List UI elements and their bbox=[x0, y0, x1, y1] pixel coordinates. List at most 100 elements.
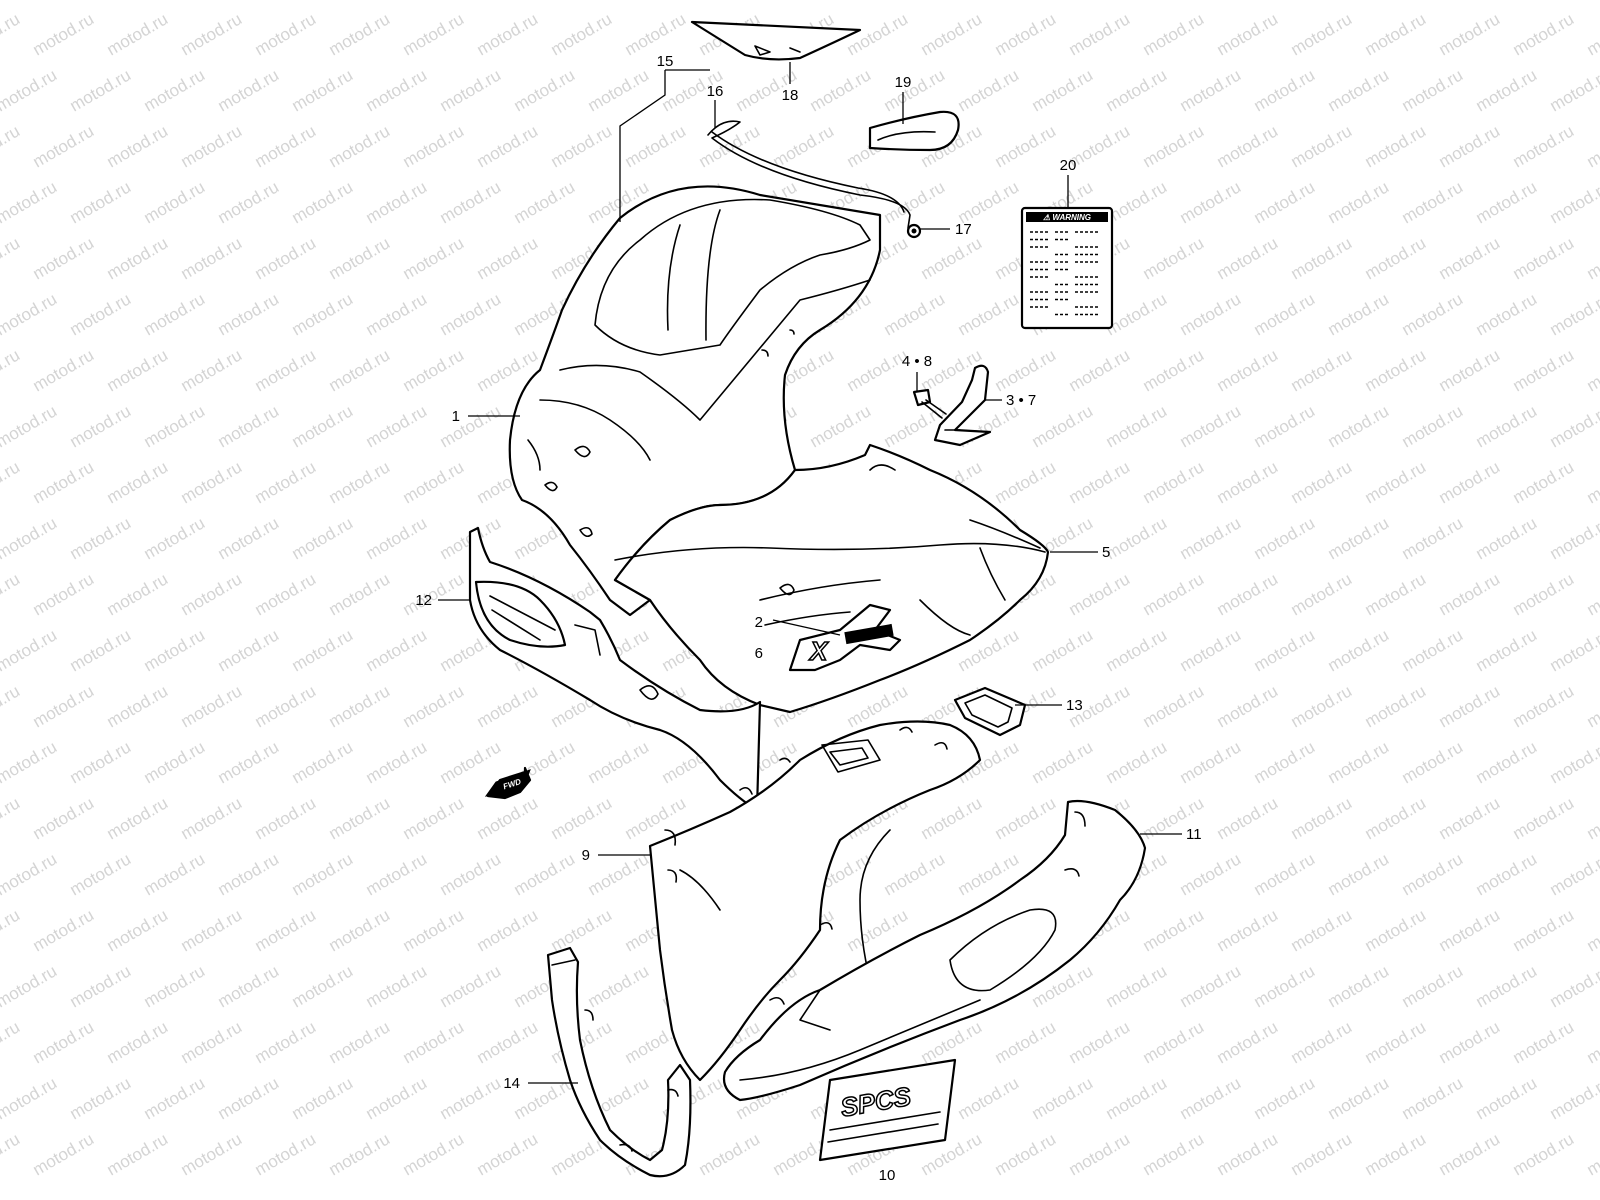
watermark-text: motod.ru bbox=[1029, 401, 1097, 451]
watermark-text: motod.ru bbox=[1214, 793, 1282, 843]
watermark-text: motod.ru bbox=[1584, 681, 1600, 731]
watermark-text: motod.ru bbox=[326, 9, 394, 59]
watermark-text: motod.ru bbox=[0, 905, 23, 955]
watermark-text: motod.ru bbox=[252, 1129, 320, 1179]
watermark-text: motod.ru bbox=[1103, 0, 1171, 3]
watermark-text: motod.ru bbox=[178, 905, 246, 955]
watermark-text: motod.ru bbox=[511, 1073, 579, 1123]
watermark-text: motod.ru bbox=[1436, 1129, 1504, 1179]
watermark-text: motod.ru bbox=[1584, 793, 1600, 843]
watermark-text: motod.ru bbox=[400, 569, 468, 619]
watermark-text: motod.ru bbox=[585, 65, 653, 115]
watermark-text: motod.ru bbox=[289, 737, 357, 787]
part-9-lower-cowl bbox=[648, 720, 982, 1082]
watermark-text: motod.ru bbox=[1436, 681, 1504, 731]
watermark-text: motod.ru bbox=[1251, 625, 1319, 675]
watermark-text: motod.ru bbox=[1103, 513, 1171, 563]
watermark-text: motod.ru bbox=[67, 65, 135, 115]
watermark-text: motod.ru bbox=[1288, 457, 1356, 507]
watermark-text: motod.ru bbox=[1399, 401, 1467, 451]
watermark-text: motod.ru bbox=[955, 0, 1023, 3]
watermark-text: motod.ru bbox=[1399, 1073, 1467, 1123]
watermark-text: motod.ru bbox=[1066, 569, 1134, 619]
watermark-text: motod.ru bbox=[1510, 9, 1578, 59]
watermark-text: motod.ru bbox=[104, 345, 172, 395]
watermark-text: motod.ru bbox=[400, 681, 468, 731]
watermark-text: motod.ru bbox=[1436, 121, 1504, 171]
watermark-text: motod.ru bbox=[0, 849, 60, 899]
watermark-text: motod.ru bbox=[881, 177, 949, 227]
watermark-text: motod.ru bbox=[141, 289, 209, 339]
watermark-text: motod.ru bbox=[1029, 625, 1097, 675]
watermark-text: motod.ru bbox=[1029, 65, 1097, 115]
watermark-text: motod.ru bbox=[252, 9, 320, 59]
watermark-text: motod.ru bbox=[881, 65, 949, 115]
watermark-text: motod.ru bbox=[1473, 625, 1541, 675]
watermark-text: motod.ru bbox=[30, 681, 98, 731]
watermark-text: motod.ru bbox=[437, 401, 505, 451]
watermark-text: motod.ru bbox=[1547, 961, 1600, 1011]
watermark-text: motod.ru bbox=[30, 233, 98, 283]
warning-label-title: ⚠ WARNING bbox=[1043, 213, 1091, 222]
watermark-text: motod.ru bbox=[1066, 1017, 1134, 1067]
watermark-text: motod.ru bbox=[178, 569, 246, 619]
watermark-text: motod.ru bbox=[400, 1017, 468, 1067]
watermark-text: motod.ru bbox=[1584, 9, 1600, 59]
watermark-text: motod.ru bbox=[178, 121, 246, 171]
watermark-text: motod.ru bbox=[511, 0, 579, 3]
watermark-text: motod.ru bbox=[141, 1073, 209, 1123]
watermark-text: motod.ru bbox=[844, 9, 912, 59]
watermark-text: motod.ru bbox=[1399, 65, 1467, 115]
callouts: 15 16 18 19 20 17 4 • 8 3 • 7 1 5 12 2 6… bbox=[415, 53, 1201, 1184]
watermark-text: motod.ru bbox=[1251, 401, 1319, 451]
watermark-text: motod.ru bbox=[1251, 849, 1319, 899]
watermark-text: motod.ru bbox=[363, 961, 431, 1011]
watermark-text: motod.ru bbox=[104, 121, 172, 171]
watermark-text: motod.ru bbox=[992, 345, 1060, 395]
watermark-text: motod.ru bbox=[141, 849, 209, 899]
watermark-text: motod.ru bbox=[474, 681, 542, 731]
watermark-text: motod.ru bbox=[1177, 961, 1245, 1011]
watermark-text: motod.ru bbox=[104, 233, 172, 283]
watermark-text: motod.ru bbox=[1399, 737, 1467, 787]
watermark-text: motod.ru bbox=[437, 961, 505, 1011]
watermark-text: motod.ru bbox=[0, 961, 60, 1011]
watermark-text: motod.ru bbox=[548, 793, 616, 843]
watermark-text: motod.ru bbox=[1399, 0, 1467, 3]
watermark-text: motod.ru bbox=[30, 457, 98, 507]
watermark-text: motod.ru bbox=[659, 0, 727, 3]
watermark-text: motod.ru bbox=[1436, 457, 1504, 507]
watermark-text: motod.ru bbox=[881, 849, 949, 899]
watermark-text: motod.ru bbox=[1510, 905, 1578, 955]
watermark-text: motod.ru bbox=[363, 65, 431, 115]
watermark-text: motod.ru bbox=[1140, 233, 1208, 283]
part-19-piece bbox=[868, 110, 960, 152]
watermark-text: motod.ru bbox=[1584, 121, 1600, 171]
callout-18: 18 bbox=[782, 87, 799, 104]
watermark-text: motod.ru bbox=[1547, 1073, 1600, 1123]
watermark-text: motod.ru bbox=[1325, 289, 1393, 339]
watermark-text: motod.ru bbox=[215, 177, 283, 227]
watermark-text: motod.ru bbox=[1029, 1073, 1097, 1123]
watermark-text: motod.ru bbox=[289, 849, 357, 899]
watermark-text: motod.ru bbox=[1103, 625, 1171, 675]
watermark-text: motod.ru bbox=[1584, 345, 1600, 395]
watermark-text: motod.ru bbox=[1140, 681, 1208, 731]
watermark-text: motod.ru bbox=[67, 961, 135, 1011]
watermark-text: motod.ru bbox=[252, 345, 320, 395]
watermark-text: motod.ru bbox=[363, 513, 431, 563]
watermark-text: motod.ru bbox=[0, 1129, 23, 1179]
watermark-text: motod.ru bbox=[1066, 9, 1134, 59]
watermark-text: motod.ru bbox=[141, 625, 209, 675]
watermark-text: motod.ru bbox=[252, 1017, 320, 1067]
watermark-text: motod.ru bbox=[30, 9, 98, 59]
watermark-text: motod.ru bbox=[1547, 849, 1600, 899]
watermark-text: motod.ru bbox=[30, 121, 98, 171]
watermark-text: motod.ru bbox=[1510, 793, 1578, 843]
watermark-text: motod.ru bbox=[0, 177, 60, 227]
watermark-text: motod.ru bbox=[770, 121, 838, 171]
watermark-text: motod.ru bbox=[326, 345, 394, 395]
watermark-text: motod.ru bbox=[400, 905, 468, 955]
callout-14: 14 bbox=[503, 1075, 520, 1092]
watermark-text: motod.ru bbox=[252, 569, 320, 619]
